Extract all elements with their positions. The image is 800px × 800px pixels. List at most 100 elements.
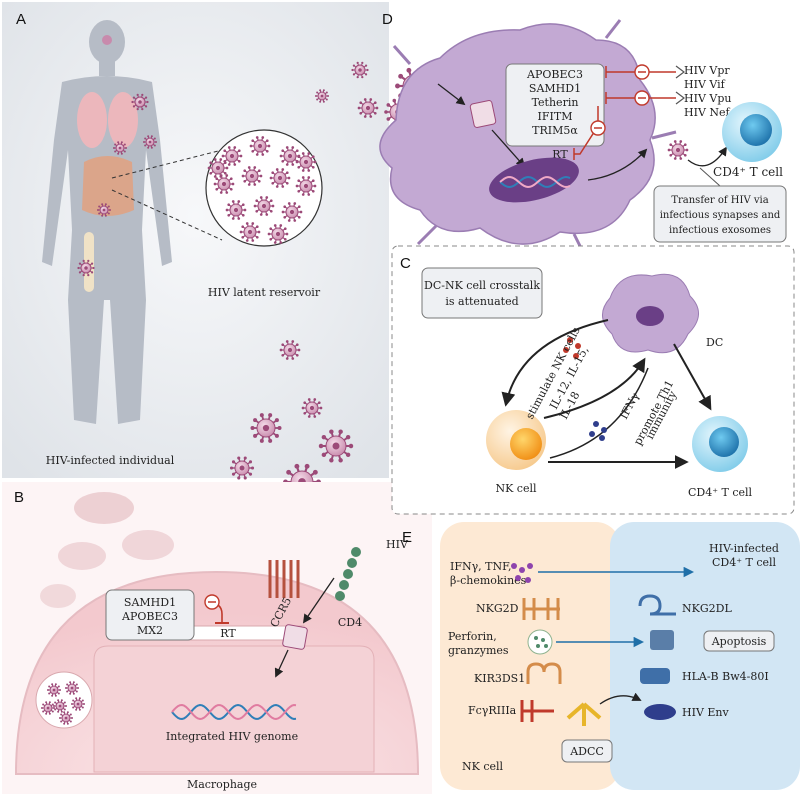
antibody: [566, 702, 602, 726]
panel-b: B RT SAMHD1 APOBEC3 MX2 CCR5 CD4 HIV: [2, 482, 432, 794]
right-lung: [108, 92, 138, 148]
blurred-cell-3: [122, 530, 174, 560]
virus-particle: [47, 683, 61, 697]
panel-d: D APOBEC3 SAMHD1 Tetherin IFITM TRIM5α R…: [379, 11, 787, 255]
panel-a-background: [2, 2, 389, 478]
left-lung: [77, 92, 107, 148]
adcc-label: ADCC: [569, 745, 604, 758]
d-integrated-helix: [499, 175, 571, 189]
panel-e-letter: E: [402, 529, 412, 546]
b-rt-label: RT: [220, 627, 236, 640]
d-factor-ifitm: IFITM: [538, 110, 573, 123]
cytokine-dots: [563, 337, 581, 359]
c-cd4-nucleus: [709, 427, 739, 457]
d-capsid: [469, 100, 497, 128]
virus-particle: [667, 140, 689, 160]
virus-particle: [295, 152, 317, 172]
antagonist-nef: HIV Nef: [684, 106, 731, 119]
apoptosis-box: [703, 630, 775, 652]
blurred-cell-1: [74, 492, 134, 524]
d-transfer-arrow: [687, 146, 727, 167]
c-dc-nucleus: [636, 306, 664, 326]
granule-dots: [534, 636, 548, 648]
nucleus: [93, 645, 375, 773]
individual-label: HIV-infected individual: [46, 454, 175, 467]
virus-particle: [229, 456, 255, 480]
nkg2d-receptor: [522, 598, 560, 620]
hla-ligand: [640, 668, 670, 684]
d-cd4-nucleus: [740, 114, 772, 146]
virus-particle: [295, 176, 317, 196]
e-cytokine-dots: [511, 563, 533, 583]
virus-particle: [239, 222, 261, 242]
e-nk-label: NK cell: [462, 760, 504, 773]
b-capsid: [282, 624, 308, 650]
fc-receptor: [520, 700, 554, 722]
ifn-arrow: [543, 357, 646, 419]
intestine: [82, 156, 134, 216]
virus-particle: [59, 711, 73, 725]
virus-particle: [225, 200, 247, 220]
transfer-line-1: Transfer of HIV via: [671, 195, 768, 206]
panel-b-letter: B: [14, 489, 24, 506]
e-tcell-side: [610, 522, 800, 790]
d-inhibition-nodes: [590, 64, 650, 136]
panel-c-letter: C: [400, 255, 411, 272]
virus-particle: [250, 413, 282, 443]
virus-particle: [357, 98, 379, 118]
panel-c: C DC-NK cell crosstalk is attenuated DC …: [391, 245, 795, 515]
vacuole-viruses: [41, 681, 85, 725]
antagonist-vpu: HIV Vpu: [684, 92, 731, 105]
virus-particle: [221, 146, 243, 166]
dc-to-tcell-arrow: [673, 343, 712, 411]
b-factor-apobec3: APOBEC3: [121, 610, 178, 623]
b-factor-samhd1: SAMHD1: [124, 596, 176, 609]
nkg2dl-label: NKG2DL: [682, 602, 732, 615]
d-antagonist-brackets: [675, 65, 685, 105]
cd4-label: CD4: [338, 616, 362, 629]
granule: [527, 629, 553, 655]
virus-particle: [301, 398, 323, 418]
b-hiv-label: HIV: [386, 538, 409, 551]
fc-label: FcγRIIIa: [468, 704, 517, 717]
macrophage-label: Macrophage: [187, 778, 257, 791]
kir-receptor: [526, 662, 562, 684]
dc-protrusions: [392, 19, 677, 255]
c-cd4-label: CD4⁺ T cell: [688, 486, 753, 499]
stimulate-arrow: [501, 319, 609, 407]
b-restriction-box: [105, 589, 195, 641]
virus-particle: [267, 224, 289, 244]
virus-particle: [269, 168, 291, 188]
infected-line-2: CD4⁺ T cell: [712, 556, 777, 569]
panel-d-letter: D: [382, 11, 393, 28]
b-integration-arrow: [274, 649, 289, 678]
e-cytokine-line-1: IFNγ, TNF,: [450, 560, 512, 573]
virus-particle: [207, 158, 229, 178]
b-entry-arrow: [302, 577, 335, 624]
femur: [84, 232, 94, 292]
env-label: HIV Env: [682, 706, 729, 719]
crosstalk-line-2: is attenuated: [445, 295, 518, 308]
virus-particle: [315, 89, 329, 103]
crosstalk-box: [421, 267, 543, 319]
virus-particle: [41, 701, 55, 715]
ifn-dots: [589, 421, 607, 441]
e-adcc-arrow: [599, 692, 642, 705]
infected-line-1: HIV-infected: [709, 542, 779, 555]
nkg2d-label: NKG2D: [476, 602, 519, 615]
virus-particle: [351, 61, 369, 79]
reservoir-viruses: [207, 136, 317, 244]
d-factor-trim5a: TRIM5α: [532, 124, 578, 137]
c-nk-label: NK cell: [495, 482, 537, 495]
transfer-line-3: infectious exosomes: [669, 225, 771, 236]
transfer-callout-pointer: [699, 167, 721, 187]
virus-particle: [213, 174, 235, 194]
hiv-env: [644, 704, 676, 720]
d-entry-arrow: [437, 83, 466, 106]
d-factor-tetherin: Tetherin: [532, 96, 579, 109]
zoom-line-top: [111, 149, 223, 179]
d-rt-label: RT: [552, 148, 568, 161]
virus-particle: [281, 202, 303, 222]
crosstalk-line-1: DC-NK cell crosstalk: [424, 279, 540, 292]
